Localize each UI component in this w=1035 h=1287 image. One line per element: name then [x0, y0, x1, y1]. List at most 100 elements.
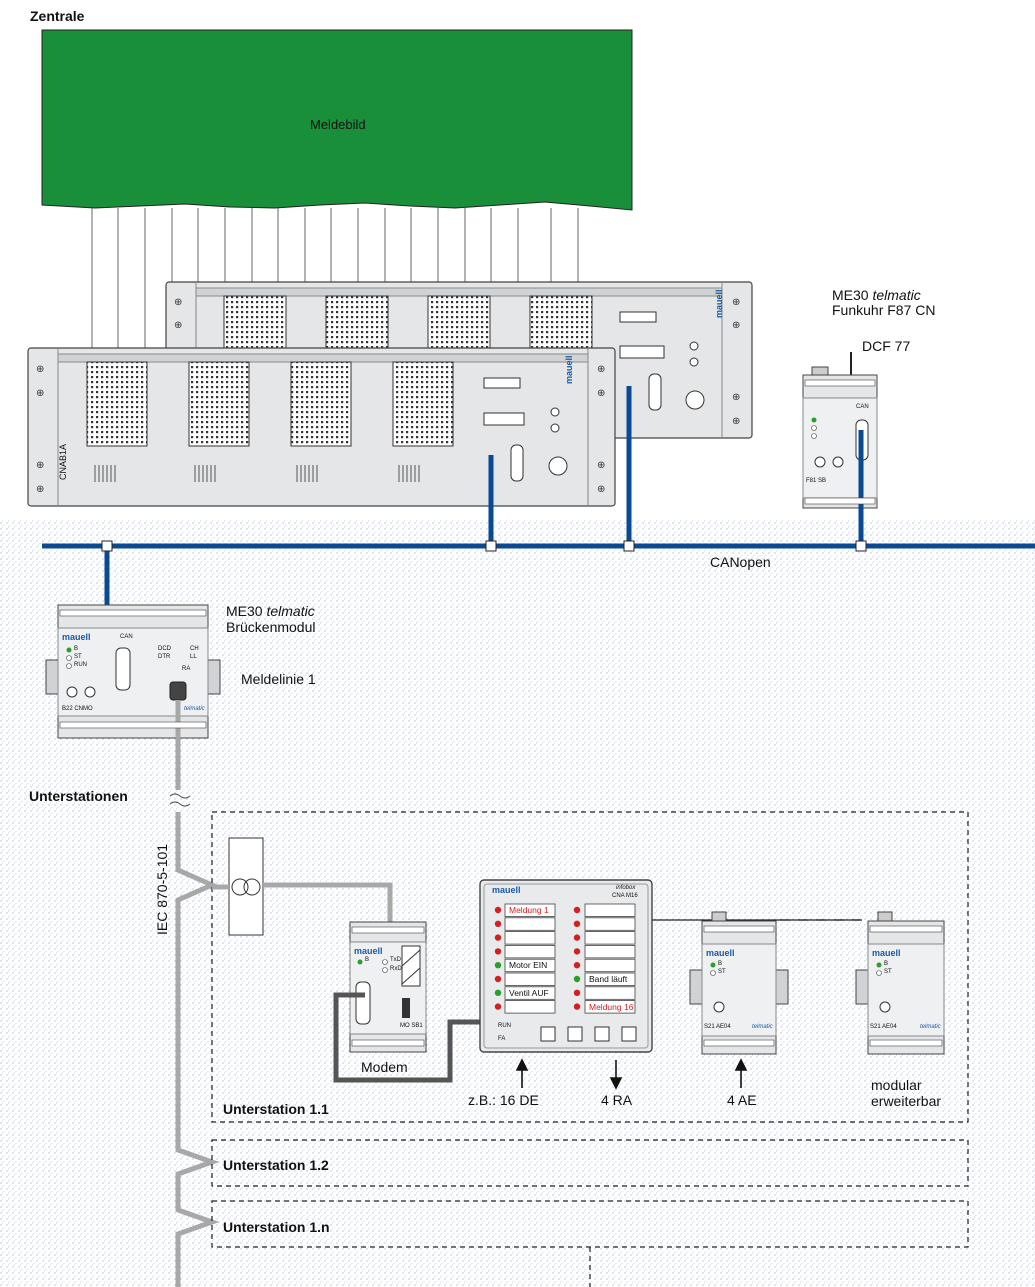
station-label-2: Unterstation 1.2 — [223, 1157, 329, 1173]
station-box-1 — [211, 811, 969, 1123]
bridge-telmatic: telmatic — [184, 706, 205, 712]
infobox-led-right-4 — [573, 948, 581, 955]
svg-text:⊕: ⊕ — [732, 297, 740, 308]
bridge-led-left-1: B — [74, 646, 79, 652]
bridge-led-right-4: CH — [190, 646, 199, 652]
svg-text:⊕: ⊕ — [732, 416, 740, 427]
bridge-module — [45, 604, 221, 739]
infobox-status-run: RUN — [498, 1023, 511, 1029]
modem-led-rxd: RxD — [390, 966, 402, 972]
infobox-led-left-6 — [494, 975, 502, 983]
infobox-brand: mauell — [492, 885, 521, 895]
trafo-to-modem — [263, 882, 393, 922]
infobox-field-left-2 — [504, 917, 556, 931]
bridge-led-right-3: RA — [182, 666, 191, 672]
modem-led-txd: TxD — [390, 957, 401, 963]
infobox-led-right-1 — [573, 906, 581, 914]
svg-text:⊕: ⊕ — [36, 484, 44, 495]
infobox-led-left-5 — [494, 962, 502, 969]
iec-line — [175, 700, 220, 1287]
ae2-model: S21 AE04 — [870, 1024, 897, 1030]
infobox-led-left-7 — [494, 989, 502, 996]
ae2-brand: mauell — [872, 948, 901, 958]
infobox-rows — [494, 903, 636, 1014]
protocol-label: IEC 870-5-101 — [154, 843, 170, 935]
infobox-message-right-6: Band läuft — [589, 974, 628, 984]
meldelinie-label: Meldelinie 1 — [241, 671, 316, 687]
ae2-led-st: ST — [884, 969, 892, 975]
infobox-led-left-2 — [494, 920, 502, 927]
funkuhr-line1: ME30 telmatic — [832, 287, 921, 303]
funkuhr-can-label: CAN — [856, 404, 869, 410]
svg-text:⊕: ⊕ — [597, 364, 605, 375]
infobox-field-right-3 — [584, 931, 636, 945]
ae2-led-b: B — [884, 961, 889, 967]
station-box-2 — [211, 1139, 969, 1187]
infobox-field-left-4 — [504, 945, 556, 959]
signal-arrows — [515, 1058, 748, 1090]
infobox-field-right-8 — [584, 1000, 636, 1014]
infobox-message-left-1: Meldung 1 — [509, 905, 549, 915]
dcf-label: DCF 77 — [862, 338, 911, 354]
station-label-1: Unterstation 1.1 — [223, 1101, 329, 1117]
station-label-n: Unterstation 1.n — [223, 1219, 330, 1235]
meldebild-wires — [91, 208, 579, 350]
terminal-strips — [59, 379, 943, 1047]
infobox-field-right-1 — [584, 903, 636, 917]
infobox-status-fa: FA — [498, 1036, 506, 1042]
modem-loop — [333, 992, 480, 1083]
modem-led-b: B — [365, 957, 370, 963]
infobox-led-right-8 — [573, 1003, 581, 1010]
canopen-label: CANopen — [710, 554, 771, 570]
svg-text:⊕: ⊕ — [36, 364, 44, 375]
bridge-can-label: CAN — [120, 634, 133, 640]
bridge-led-right-5: LL — [190, 654, 197, 660]
rack-front: ⊕⊕⊕⊕⊕⊕⊕⊕ — [27, 347, 616, 507]
line-break-mark — [169, 793, 191, 807]
ae1-led-b: B — [718, 961, 723, 967]
ae2-telmatic: telmatic — [920, 1024, 941, 1030]
infobox-field-left-5 — [504, 958, 556, 973]
bridge-led-left-2: ST — [74, 654, 82, 660]
infobox-field-right-6 — [584, 972, 636, 986]
meldebild-label: Meldebild — [310, 117, 366, 132]
ae-module-1 — [689, 911, 789, 1055]
bridge-brand: mauell — [62, 632, 91, 642]
modular-line2: erweiterbar — [871, 1093, 942, 1109]
infobox-message-left-7: Ventil AUF — [509, 987, 549, 998]
infobox-title: infobox — [616, 885, 636, 891]
infobox-field-left-7 — [504, 986, 556, 1000]
bridge-line1: ME30 telmatic — [226, 603, 315, 619]
modular-line1: modular — [871, 1077, 922, 1093]
annotation-ra: 4 RA — [601, 1092, 633, 1108]
bridge-line2: Brückenmodul — [226, 619, 316, 635]
rack-label: CNAB1A — [58, 443, 68, 480]
bus-junctions — [101, 540, 867, 552]
svg-text:⊕: ⊕ — [597, 484, 605, 495]
infobox-field-right-2 — [584, 917, 636, 931]
infobox-led-left-8 — [494, 1003, 502, 1010]
rack-brand-front: mauell — [564, 355, 574, 384]
infobox-field-left-6 — [504, 972, 556, 986]
modem-model: MO SB1 — [400, 1023, 423, 1029]
svg-text:⊕: ⊕ — [597, 388, 605, 399]
funkuhr-device — [802, 352, 878, 509]
infobox-field-left-1 — [504, 903, 556, 917]
infobox-field-right-5 — [584, 958, 636, 973]
infobox-message-right-8: Meldung 16 — [589, 1001, 634, 1012]
bridge-led-left-3: RUN — [74, 662, 87, 668]
svg-text:⊕: ⊕ — [732, 392, 740, 403]
ae1-model: S21 AE04 — [704, 1024, 731, 1030]
meldebild-panel — [41, 29, 633, 211]
infobox-led-right-6 — [573, 975, 581, 983]
infobox-field-left-3 — [504, 931, 556, 945]
modem-brand: mauell — [354, 946, 383, 956]
infobox-led-right-3 — [573, 934, 581, 941]
annotation-de: z.B.: 16 DE — [468, 1092, 539, 1108]
infobox-field-right-7 — [584, 986, 636, 1000]
svg-text:⊕: ⊕ — [36, 388, 44, 399]
infobox-field-left-8 — [504, 1000, 556, 1014]
funkuhr-line2: Funkuhr F87 CN — [832, 302, 936, 318]
svg-text:⊕: ⊕ — [597, 460, 605, 471]
ae-module-2 — [855, 911, 945, 1055]
